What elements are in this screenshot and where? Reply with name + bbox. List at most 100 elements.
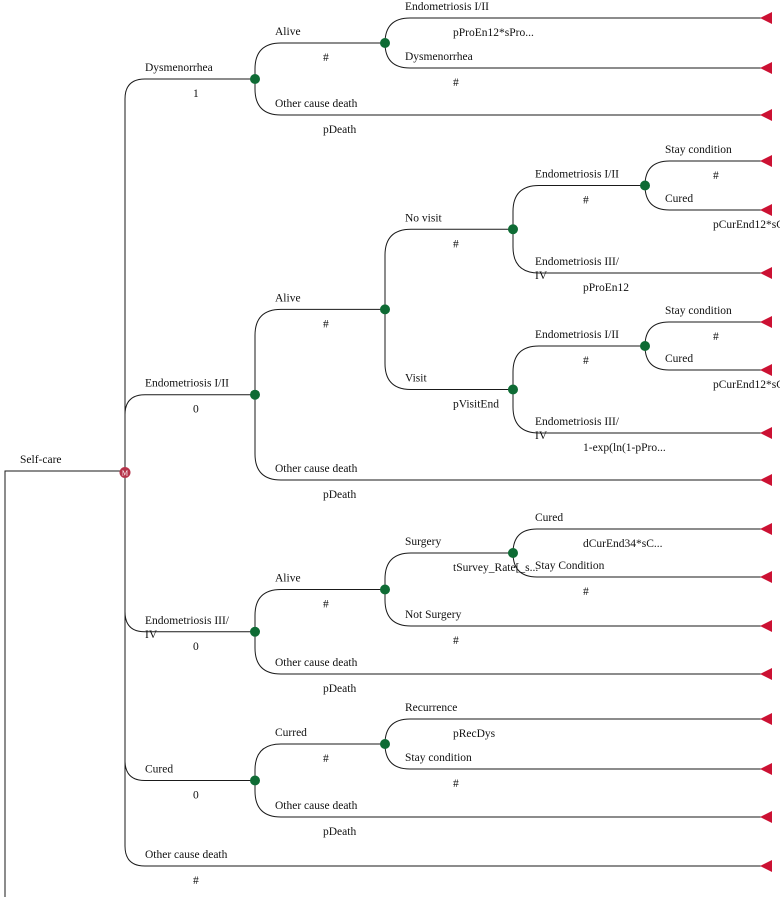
probability-label: # [323, 318, 329, 330]
branch-curred [254, 743, 385, 781]
terminal-node-icon [760, 860, 772, 872]
probability-label: pVisitEnd [453, 399, 499, 411]
terminal-node-icon [760, 474, 772, 486]
terminal-node-icon [760, 571, 772, 583]
branch-label: Recurrence [405, 702, 457, 714]
terminal-node-icon [760, 364, 772, 376]
branch-other-cause-death [254, 394, 764, 481]
terminal-node-icon [760, 811, 772, 823]
branch-label: Alive [275, 292, 301, 304]
branch-label: Stay condition [665, 144, 732, 156]
branch-stay-condition [644, 321, 764, 347]
branch-label: Cured [665, 193, 693, 205]
probability-label: tSurvey_Rate[_s... [453, 562, 538, 574]
branch-surgery [384, 552, 513, 590]
branch-label: Surgery [405, 536, 441, 548]
probability-label: 1 [193, 88, 199, 100]
branch-alive [254, 42, 385, 79]
terminal-node-icon [760, 267, 772, 279]
probability-label: pCurEnd12*sC... [713, 219, 780, 231]
branch-not-surgery [384, 589, 764, 627]
chance-node-icon [250, 389, 260, 400]
chance-node-icon [508, 548, 518, 558]
branch-cured [644, 185, 764, 211]
branch-label: Endometriosis I/II [145, 378, 229, 390]
chance-node-icon [250, 626, 260, 637]
branch-label: Endometriosis I/II [535, 169, 619, 181]
terminal-node-icon [760, 62, 772, 74]
probability-label: # [713, 170, 719, 182]
chance-node-icon [380, 584, 390, 595]
branch-other-cause-death [124, 472, 764, 867]
chance-node-icon [380, 38, 390, 48]
markov-node-icon: M [119, 467, 131, 478]
branch-label: Alive [275, 573, 301, 585]
probability-label: # [323, 599, 329, 611]
terminal-node-icon [760, 12, 772, 24]
branch-label: Visit [405, 373, 427, 385]
branch-label: Alive [275, 26, 301, 38]
branch-label: Not Surgery [405, 609, 462, 621]
branch-label: Cured [665, 353, 693, 365]
probability-label: pProEn12*sPro... [453, 27, 534, 39]
chance-node-icon [380, 739, 390, 749]
probability-label: # [453, 778, 459, 790]
branch-label: Other cause death [275, 98, 358, 110]
branch-label: Other cause death [275, 463, 358, 475]
branch-no-visit [384, 228, 513, 310]
probability-label: pDeath [323, 683, 356, 695]
probability-label: pDeath [323, 124, 356, 136]
probability-label: 0 [193, 641, 199, 653]
probability-label: 0 [193, 790, 199, 802]
terminal-node-icon [760, 668, 772, 680]
root-branch [4, 470, 125, 897]
terminal-node-icon [760, 620, 772, 632]
branch-other-cause-death [254, 780, 764, 818]
probability-label: # [453, 77, 459, 89]
terminal-node-icon [760, 109, 772, 121]
terminal-node-icon [760, 763, 772, 775]
probability-label: 0 [193, 404, 199, 416]
probability-label: pCurEnd12*sC... [713, 379, 780, 391]
terminal-node-icon [760, 713, 772, 725]
chance-node-icon [380, 304, 390, 315]
chance-node-icon [250, 775, 260, 786]
branch-recurrence [384, 718, 764, 745]
chance-node-icon [250, 74, 260, 84]
terminal-node-icon [760, 427, 772, 439]
probability-label: # [193, 875, 199, 887]
probability-label: 1-exp(ln(1-pPro... [583, 442, 666, 454]
branch-label: Dysmenorrhea [405, 51, 473, 63]
branch-other-cause-death [254, 79, 764, 116]
svg-text:M: M [122, 470, 129, 478]
terminal-node-icon [760, 523, 772, 535]
terminal-node-icon [760, 155, 772, 167]
branch-label: Endometriosis I/II [535, 329, 619, 341]
probability-label: pRecDys [453, 728, 496, 740]
probability-label: # [453, 238, 459, 250]
branch-label: Stay condition [405, 752, 472, 764]
branch-endometriosis-i-ii [512, 345, 645, 390]
branch-label: Endometriosis III/IV [145, 615, 230, 641]
chance-node-icon [640, 180, 650, 191]
probability-label: # [583, 195, 589, 207]
chance-node-icon [508, 384, 518, 395]
probability-label: # [323, 753, 329, 765]
branch-label: Cured [535, 512, 563, 524]
branch-label: Curred [275, 727, 307, 739]
branch-alive [254, 589, 385, 632]
branch-endometriosis-i-ii [512, 185, 645, 230]
chance-node-icon [640, 341, 650, 351]
branch-other-cause-death [254, 631, 764, 675]
branch-label: No visit [405, 212, 443, 224]
branch-label: Endometriosis III/IV [535, 256, 620, 282]
branch-cured [644, 345, 764, 371]
branch-label: Stay Condition [535, 560, 605, 572]
probability-label: pProEn12 [583, 282, 629, 294]
branch-label: Other cause death [275, 800, 358, 812]
branch-label: Stay condition [665, 305, 732, 317]
probability-label: # [713, 331, 719, 343]
probability-label: # [453, 635, 459, 647]
branch-endometriosis-iii-iv [512, 229, 764, 274]
